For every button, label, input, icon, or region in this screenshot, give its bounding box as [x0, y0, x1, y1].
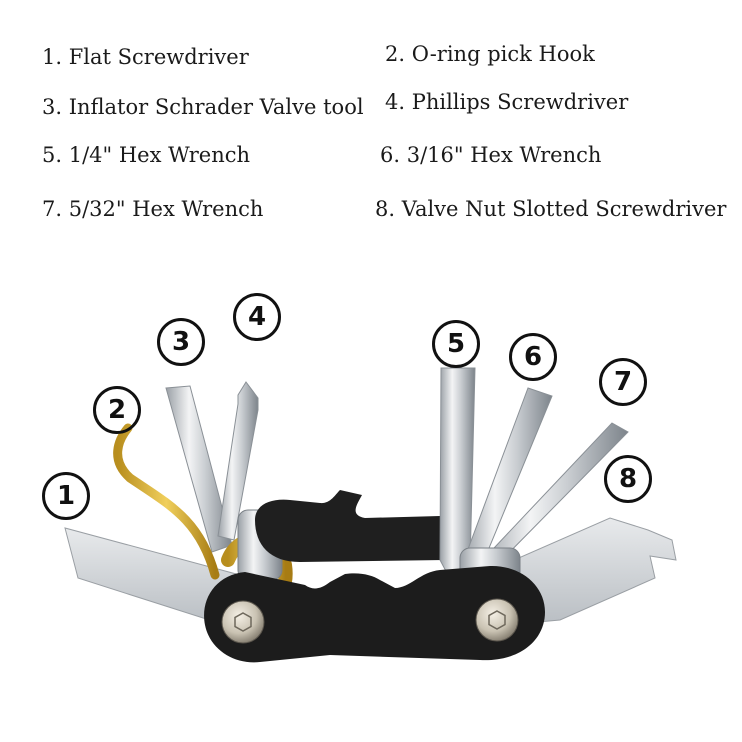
legend-item-6: 6. 3/16" Hex Wrench — [380, 143, 602, 167]
callout-4: 4 — [233, 293, 281, 341]
legend-item-2: 2. O-ring pick Hook — [385, 42, 595, 66]
tool-phillips-screwdriver — [217, 381, 259, 541]
tool-body-upper — [255, 490, 445, 562]
bolt-left — [221, 600, 265, 644]
callout-7: 7 — [599, 358, 647, 406]
legend-item-1: 1. Flat Screwdriver — [42, 45, 249, 69]
callout-3: 3 — [157, 318, 205, 366]
callout-6: 6 — [509, 333, 557, 381]
callout-8: 8 — [604, 455, 652, 503]
legend-item-4: 4. Phillips Screwdriver — [385, 90, 629, 114]
legend-item-7: 7. 5/32" Hex Wrench — [42, 197, 264, 221]
bolt-right — [475, 598, 519, 642]
legend-item-3: 3. Inflator Schrader Valve tool — [42, 95, 364, 119]
tool-body-lower — [204, 565, 545, 663]
callout-2: 2 — [93, 386, 141, 434]
legend-item-5: 5. 1/4" Hex Wrench — [42, 143, 251, 167]
callout-5: 5 — [432, 320, 480, 368]
callout-1: 1 — [42, 472, 90, 520]
legend-item-8: 8. Valve Nut Slotted Screwdriver — [375, 197, 727, 221]
